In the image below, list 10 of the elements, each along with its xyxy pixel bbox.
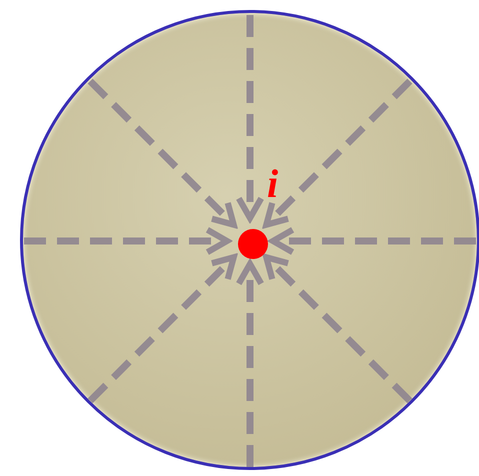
dashed-arrow <box>88 254 237 404</box>
point-marker <box>238 229 268 259</box>
dashed-arrow <box>236 15 264 222</box>
dashed-arrow <box>263 78 412 228</box>
dashed-arrow <box>24 226 230 256</box>
point-label: i <box>267 164 278 204</box>
dashed-arrow <box>88 78 237 228</box>
dashed-arrow <box>270 226 476 256</box>
dashed-arrow <box>236 260 264 467</box>
dashed-arrow <box>263 254 412 404</box>
